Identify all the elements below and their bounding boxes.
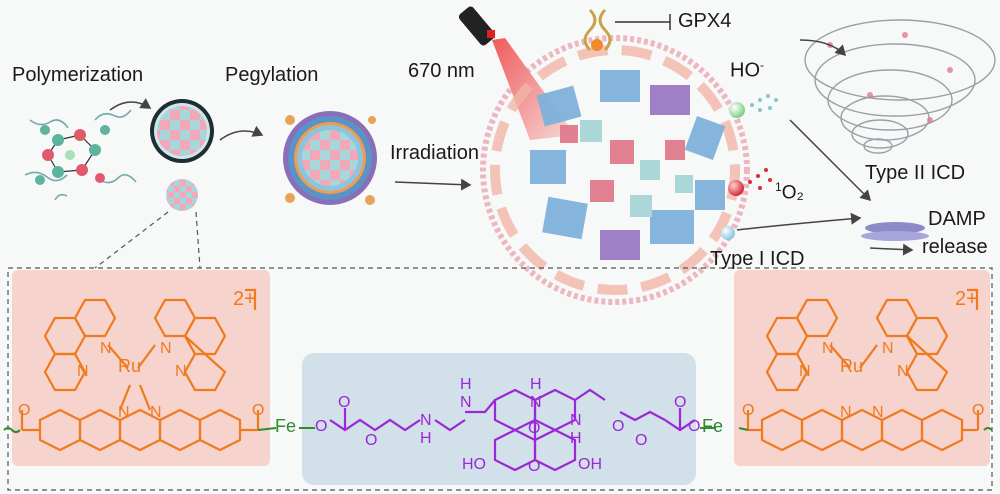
n-left-1: N — [100, 340, 112, 357]
arrow-polymerization — [109, 98, 152, 111]
nanoparticle-zoom — [166, 179, 198, 211]
irradiated-cluster — [480, 35, 750, 305]
h-linker-4: H — [570, 430, 582, 447]
label-pegylation: Pegylation — [225, 64, 319, 86]
oh-group: OH — [578, 456, 602, 473]
ru-left: Ru — [118, 356, 142, 376]
arrow-type2 — [789, 119, 872, 202]
n-left-3: N — [160, 340, 172, 357]
monomer-cluster — [24, 109, 137, 201]
h-linker-1: H — [420, 430, 432, 447]
h-linker-3: H — [530, 376, 542, 393]
ho-group: HO — [462, 456, 486, 473]
o-linker-7: O — [688, 418, 701, 435]
singlet-oxygen-dots — [748, 168, 772, 190]
n-left-5: N — [118, 404, 130, 421]
singlet-oxygen-sphere — [728, 180, 744, 196]
n-linker-2: N — [460, 394, 472, 411]
n-linker-1: N — [420, 412, 432, 429]
n-right-2: N — [799, 363, 811, 380]
type2-swirl — [804, 19, 996, 154]
type1-sphere — [721, 226, 735, 240]
o-linker-5: O — [635, 432, 648, 449]
damp-icon — [861, 222, 929, 241]
o-left-2: O — [252, 402, 265, 419]
o-linker-1: O — [315, 418, 328, 435]
n-right-1: N — [822, 340, 834, 357]
fe-left: Fe — [275, 416, 297, 436]
label-singlet-oxygen: 1O₂ — [775, 180, 804, 204]
label-polymerization: Polymerization — [12, 64, 144, 86]
arrow-damp — [869, 243, 914, 256]
arrow-gpx4 — [799, 39, 847, 57]
label-type1-icd: Type I ICD — [710, 248, 805, 270]
charge-left: 2+ — [233, 288, 256, 310]
label-damp: DAMP — [928, 208, 986, 230]
n-right-6: N — [872, 404, 884, 421]
n-linker-4: N — [570, 412, 582, 429]
label-hydroxyl: HO- — [730, 58, 764, 82]
label-release: release — [922, 236, 988, 258]
label-gpx4: GPX4 — [678, 10, 732, 32]
ru-right: Ru — [840, 356, 864, 376]
o-linker-4: O — [612, 418, 625, 435]
label-type2-icd: Type II ICD — [865, 162, 966, 184]
o-quinone-1: O — [528, 420, 541, 437]
o-quinone-2: O — [528, 458, 541, 475]
n-right-4: N — [897, 363, 909, 380]
n-right-3: N — [882, 340, 894, 357]
mitoxantrone-box — [302, 353, 696, 485]
o-linker-2: O — [338, 394, 351, 411]
ru-complex-left — [20, 288, 260, 452]
label-irradiation: Irradiation — [390, 142, 479, 164]
pegylated-nanoparticle — [283, 111, 377, 205]
arrow-pegylation — [219, 125, 264, 141]
o-linker-3: O — [365, 432, 378, 449]
zoom-connector — [7, 211, 993, 491]
o-right-2: O — [972, 402, 985, 419]
hydroxyl-radical-sphere — [729, 102, 745, 118]
n-left-2: N — [77, 363, 89, 380]
arrow-type1 — [736, 212, 862, 231]
label-wavelength: 670 nm — [408, 60, 475, 82]
nanoparticle-core — [150, 99, 214, 163]
hydroxyl-dots — [750, 94, 778, 112]
n-right-5: N — [840, 404, 852, 421]
n-linker-3: N — [530, 394, 542, 411]
n-left-4: N — [175, 363, 187, 380]
n-left-6: N — [150, 404, 162, 421]
arrow-irradiation — [394, 178, 472, 191]
ru-complex-right — [746, 288, 980, 452]
mitoxantrone-linker — [329, 388, 696, 472]
h-linker-2: H — [460, 376, 472, 393]
o-linker-6: O — [674, 394, 687, 411]
dna-icon — [583, 8, 612, 52]
o-left-1: O — [18, 402, 31, 419]
charge-right: 2+ — [955, 288, 978, 310]
fe-right: Fe — [702, 416, 724, 436]
o-right-1: O — [742, 402, 755, 419]
